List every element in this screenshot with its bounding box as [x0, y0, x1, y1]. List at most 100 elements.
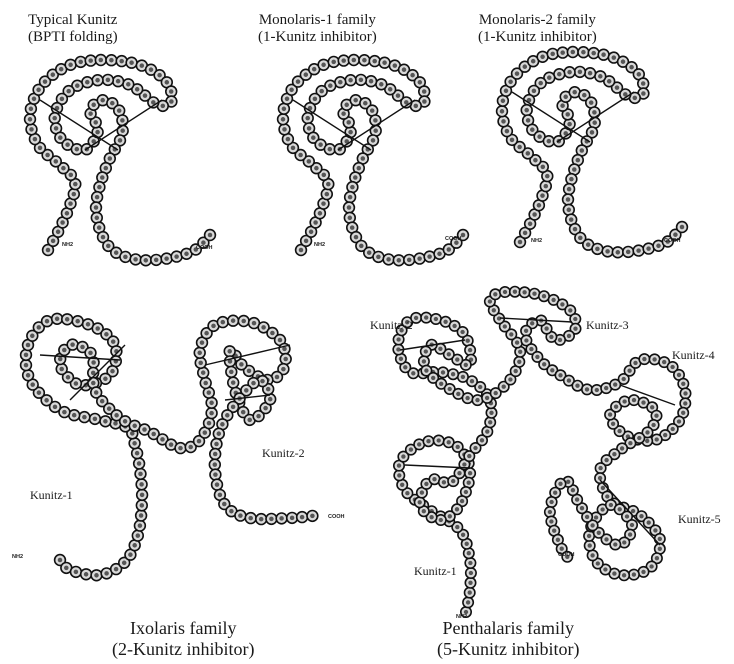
residue-letter-mark	[55, 317, 60, 322]
residue-letter-mark	[114, 250, 119, 255]
residue-letter-mark	[372, 59, 377, 64]
residue-letter-mark	[140, 63, 145, 68]
residue-letter-mark	[123, 255, 128, 260]
residue-letter-mark	[524, 338, 528, 342]
residue-letter-mark	[632, 572, 636, 576]
residue-letter-mark	[443, 320, 447, 324]
monolaris-1-fold	[278, 55, 469, 266]
residue-letter-mark	[526, 118, 531, 123]
residue-letter-mark	[500, 109, 505, 114]
residue-letter-mark	[508, 377, 512, 381]
residue-letter-mark	[522, 290, 526, 294]
residue-letter-mark	[120, 128, 125, 133]
residue-letter-mark	[567, 122, 572, 127]
residue-letter-mark	[560, 50, 565, 55]
residue-letter-mark	[263, 406, 268, 411]
residue-letter-mark	[618, 507, 622, 511]
penthalaris-cooh-label: COOH	[558, 552, 575, 558]
residue-letter-mark	[128, 552, 133, 557]
residue-letter-mark	[229, 370, 234, 375]
residue-letter-mark	[110, 101, 115, 106]
residue-letter-mark	[52, 116, 57, 121]
residue-letter-mark	[139, 482, 144, 487]
residue-letter-mark	[671, 427, 675, 431]
residue-letter-mark	[558, 482, 562, 486]
residue-letter-mark	[85, 80, 90, 85]
residue-letter-mark	[46, 248, 51, 253]
residue-letter-mark	[414, 316, 418, 320]
residue-letter-mark	[209, 401, 214, 406]
residue-letter-mark	[518, 350, 522, 354]
residue-letter-mark	[122, 561, 127, 566]
residue-letter-mark	[107, 406, 112, 411]
residue-letter-mark	[289, 88, 294, 93]
ixolaris-title-line2: (2-Kunitz inhibitor)	[112, 639, 254, 660]
residue-letter-mark	[480, 438, 484, 442]
residue-letter-mark	[142, 427, 147, 432]
residue-letter-mark	[123, 419, 128, 424]
residue-letter-mark	[601, 486, 605, 490]
residue-letter-mark	[588, 71, 593, 76]
residue-letter-mark	[304, 72, 309, 77]
residue-letter-mark	[637, 72, 642, 77]
penthalaris-title: Penthalaris family (5-Kunitz inhibitor)	[437, 618, 579, 659]
residue-letter-mark	[424, 349, 428, 353]
residue-letter-mark	[414, 104, 419, 109]
residue-letter-mark	[400, 483, 404, 487]
residue-letter-mark	[247, 418, 252, 423]
residue-letter-mark	[613, 382, 617, 386]
residue-letter-mark	[464, 363, 468, 367]
residue-letter-mark	[567, 187, 572, 192]
monolaris-1-title-line2: (1-Kunitz inhibitor)	[258, 29, 377, 46]
residue-letter-mark	[467, 454, 471, 458]
residue-letter-mark	[550, 52, 555, 57]
residue-letter-mark	[393, 63, 398, 68]
residue-letter-mark	[100, 175, 105, 180]
residue-letter-mark	[460, 499, 464, 503]
residue-letter-mark	[589, 100, 594, 105]
residue-letter-mark	[376, 255, 381, 260]
residue-letter-mark	[353, 98, 358, 103]
residue-letter-mark	[586, 242, 591, 247]
residue-letter-mark	[431, 376, 435, 380]
residue-letter-mark	[468, 348, 472, 352]
residue-letter-mark	[281, 117, 286, 122]
residue-letter-mark	[461, 533, 465, 537]
residue-letter-mark	[338, 80, 343, 85]
residue-letter-mark	[95, 326, 100, 331]
residue-letter-mark	[132, 424, 137, 429]
residue-letter-mark	[132, 543, 137, 548]
penthalaris-kunitz-4-label: Kunitz-4	[672, 348, 715, 363]
residue-letter-mark	[244, 388, 249, 393]
residue-letter-mark	[592, 120, 597, 125]
residue-letter-mark	[427, 254, 432, 259]
residue-letter-mark	[680, 225, 685, 230]
ixolaris-title-line1: Ixolaris family	[112, 618, 254, 639]
residue-letter-mark	[184, 252, 189, 257]
residue-letter-mark	[28, 117, 33, 122]
residue-letter-mark	[120, 118, 125, 123]
residue-letter-mark	[80, 345, 85, 350]
residue-letter-mark	[229, 509, 234, 514]
residue-letter-mark	[59, 67, 64, 72]
residue-letter-mark	[465, 396, 469, 400]
residue-letter-mark	[455, 507, 459, 511]
residue-letter-mark	[290, 516, 295, 521]
residue-letter-mark	[566, 197, 571, 202]
residue-letter-mark	[551, 298, 555, 302]
residue-letter-mark	[135, 451, 140, 456]
residue-letter-mark	[361, 156, 366, 161]
residue-letter-mark	[655, 437, 659, 441]
typical-kunitz-title: Typical Kunitz (BPTI folding)	[28, 12, 118, 47]
residue-letter-mark	[467, 551, 471, 555]
residue-letter-mark	[73, 182, 78, 187]
residue-letter-mark	[44, 398, 49, 403]
residue-letter-mark	[567, 208, 572, 213]
residue-letter-mark	[656, 244, 661, 249]
residue-letter-mark	[197, 439, 202, 444]
residue-letter-mark	[259, 517, 264, 522]
residue-letter-mark	[617, 429, 621, 433]
residue-letter-mark	[307, 159, 312, 164]
residue-letter-mark	[30, 382, 35, 387]
residue-letter-mark	[620, 446, 624, 450]
